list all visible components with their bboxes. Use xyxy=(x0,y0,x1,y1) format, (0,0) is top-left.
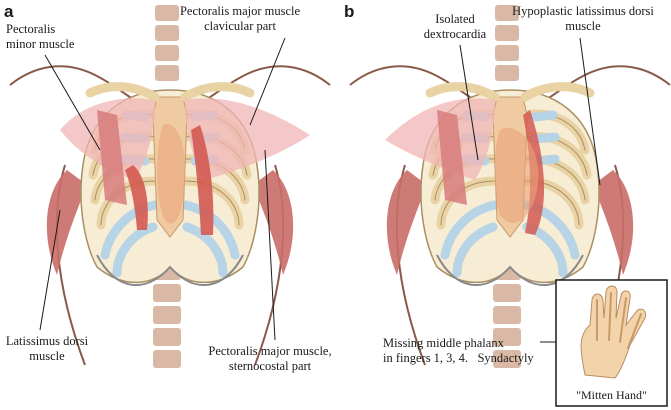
leader-pectoralis-minor xyxy=(44,54,101,151)
panel-b xyxy=(350,5,670,368)
panel-b-letter: b xyxy=(344,2,355,21)
label-latissimus-dorsi: Latissimus dorsi muscle xyxy=(2,334,92,364)
panel-a xyxy=(10,5,330,368)
label-line: muscle xyxy=(565,19,601,33)
left-pectoralis-minor xyxy=(97,110,127,205)
label-pectoralis-major-sternocostal: Pectoralis major muscle, sternocostal pa… xyxy=(180,344,360,374)
leader-hypoplastic-latissimus xyxy=(579,37,601,186)
b-left-pectoralis-minor xyxy=(437,110,467,205)
label-pectoralis-major-clavicular: Pectoralis major muscle clavicular part xyxy=(160,4,320,34)
right-intercostals xyxy=(191,125,214,235)
label-line: Latissimus dorsi xyxy=(5,334,89,348)
label-line: Isolated xyxy=(435,12,475,26)
leader-latissimus-dorsi xyxy=(39,209,61,331)
label-line: Hypoplastic latissimus dorsi xyxy=(512,4,654,18)
leader-isolated-dextrocardia xyxy=(459,44,479,161)
label-line: clavicular part xyxy=(204,19,276,33)
label-part: Syndactyly xyxy=(477,351,534,365)
label-line: muscle xyxy=(29,349,65,363)
label-line: minor muscle xyxy=(6,37,75,51)
label-hypoplastic-latissimus: Hypoplastic latissimus dorsi muscle xyxy=(500,4,666,34)
left-intercostals xyxy=(125,165,148,230)
label-isolated-dextrocardia: Isolated dextrocardia xyxy=(410,12,500,42)
label-line: Pectoralis xyxy=(6,22,56,36)
label-line: in fingers 1, 3, 4. Syndactyly xyxy=(383,351,534,366)
leader-pectoralis-major-sternocostal xyxy=(264,149,276,341)
label-pectoralis-minor: Pectoralis minor muscle xyxy=(6,22,74,52)
hand-bones xyxy=(596,292,642,349)
right-pectoralis-major xyxy=(185,98,310,180)
leader-lines xyxy=(39,37,601,343)
sternal-cardiac-area xyxy=(157,124,186,224)
label-line: Pectoralis major muscle xyxy=(179,4,301,18)
label-line: dextrocardia xyxy=(423,27,487,41)
mitten-hand-inset xyxy=(555,279,668,407)
label-line: Missing middle phalanx xyxy=(383,336,504,350)
label-part: in fingers 1, 3, 4. xyxy=(383,351,469,365)
b-heart xyxy=(494,127,539,223)
label-missing-phalanx: Missing middle phalanx in fingers 1, 3, … xyxy=(383,336,534,366)
inset-caption: "Mitten Hand" xyxy=(576,388,647,402)
panel-a-letter: a xyxy=(4,2,14,21)
label-line: sternocostal part xyxy=(228,359,312,373)
leader-pectoralis-major-clavicular xyxy=(249,37,286,126)
label-line: Pectoralis major muscle, xyxy=(208,344,332,358)
